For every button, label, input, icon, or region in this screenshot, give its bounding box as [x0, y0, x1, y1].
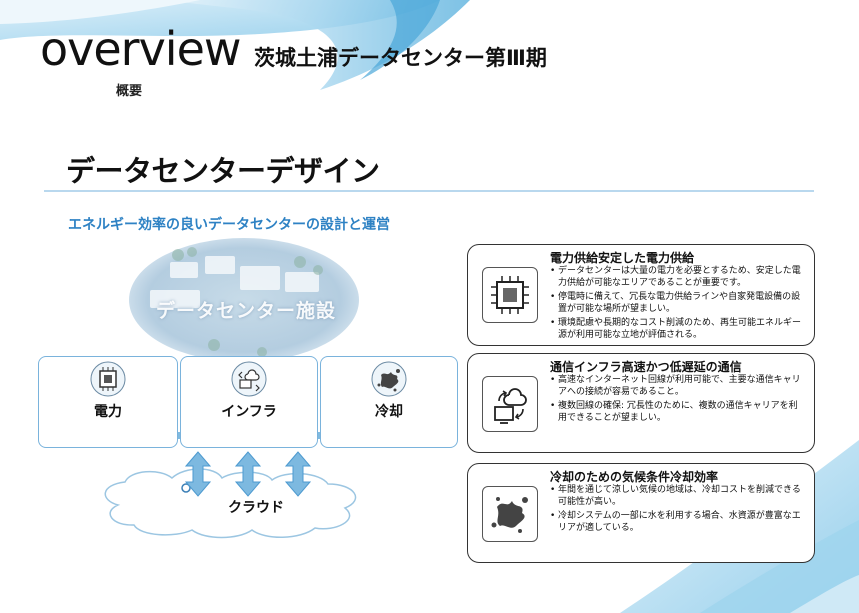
card-bullets-power: データセンターは大量の電力を必要とするため、安定した電力供給が可能なエリアである…	[550, 265, 806, 343]
bullet-item: 高速なインターネット回線が利用可能で、主要な通信キャリアへの接続が容易であること…	[550, 374, 806, 398]
title-divider	[44, 190, 814, 192]
bullet-item: 環境配慮や長期的なコスト削減のため、再生可能エネルギー源が利用可能な立地が評価さ…	[550, 317, 806, 341]
bullet-item: 冷却システムの一部に水を利用する場合、水資源が豊富なエリアが適している。	[550, 510, 806, 534]
splash-icon	[371, 361, 407, 401]
pillar-label-power: 電力	[94, 404, 122, 420]
pillar-cooling: 冷却	[320, 356, 458, 448]
project-title: 茨城土浦データセンター第Ⅲ期	[254, 46, 547, 70]
splash-icon	[482, 486, 538, 542]
overview-heading: overview	[40, 22, 242, 76]
bullet-item: 複数回線の確保: 冗長性のために、複数の通信キャリアを利用できることが望ましい。	[550, 400, 806, 424]
bullet-item: 年間を通じて涼しい気候の地域は、冷却コストを削減できる可能性が高い。	[550, 484, 806, 508]
cloud-sync-icon	[231, 361, 267, 401]
card-power: 電力供給安定した電力供給 データセンターは大量の電力を必要とするため、安定した電…	[467, 244, 815, 346]
cloud-label: クラウド	[228, 500, 284, 516]
card-bullets-cooling: 年間を通じて涼しい気候の地域は、冷却コストを削減できる可能性が高い。 冷却システ…	[550, 484, 806, 536]
page-title: データセンターデザイン	[66, 154, 380, 188]
pillar-power: 電力	[38, 356, 178, 448]
card-cooling: 冷却のための気候条件冷却効率 年間を通じて涼しい気候の地域は、冷却コストを削減で…	[467, 463, 815, 563]
bullet-item: 停電時に備えて、冗長な電力供給ラインや自家発電設備の設置が可能な場所が望ましい。	[550, 291, 806, 315]
pillar-label-infra: インフラ	[221, 404, 277, 420]
card-infra: 通信インフラ高速かつ低遅延の通信 高速なインターネット回線が利用可能で、主要な通…	[467, 353, 815, 453]
cpu-chip-icon	[482, 267, 538, 323]
overview-subheading: 概要	[116, 84, 143, 99]
bullet-item: データセンターは大量の電力を必要とするため、安定した電力供給が可能なエリアである…	[550, 265, 806, 289]
facility-label: データセンター施設	[156, 300, 337, 322]
cpu-chip-icon	[90, 361, 126, 401]
card-title-cooling: 冷却のための気候条件冷却効率	[550, 470, 719, 484]
section-subtitle: エネルギー効率の良いデータセンターの設計と運営	[68, 217, 390, 233]
card-title-power: 電力供給安定した電力供給	[550, 251, 695, 265]
pillar-label-cooling: 冷却	[375, 404, 403, 420]
card-title-infra: 通信インフラ高速かつ低遅延の通信	[550, 360, 742, 374]
pillar-infra: インフラ	[180, 356, 318, 448]
card-bullets-infra: 高速なインターネット回線が利用可能で、主要な通信キャリアへの接続が容易であること…	[550, 374, 806, 426]
vertical-arrows	[184, 451, 312, 497]
cloud-sync-icon	[482, 376, 538, 432]
